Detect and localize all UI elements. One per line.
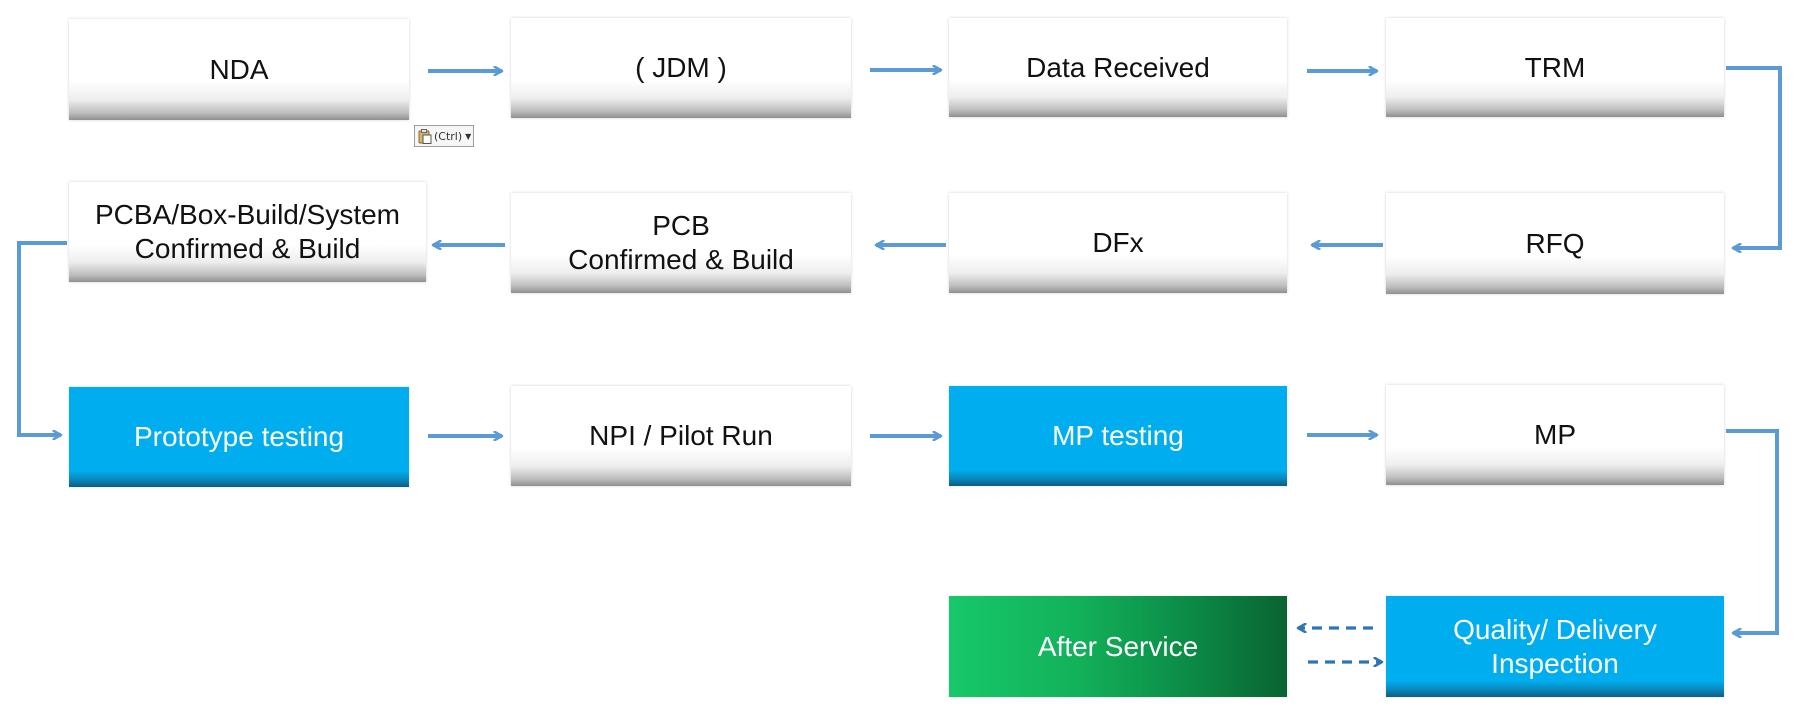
step-quality-label-line2: Inspection bbox=[1491, 647, 1619, 679]
step-pcb-confirmed-build: PCB Confirmed & Build bbox=[511, 193, 851, 293]
step-jdm-label: ( JDM ) bbox=[635, 52, 727, 83]
step-pcba-label-line2: Confirmed & Build bbox=[134, 233, 361, 264]
step-data-received-label: Data Received bbox=[1026, 51, 1210, 83]
paste-options-button[interactable]: (Ctrl) ▼ bbox=[414, 125, 474, 147]
step-pcb-label-line1: PCB bbox=[652, 210, 710, 241]
step-trm: TRM bbox=[1386, 18, 1724, 117]
step-pcba-confirmed-build: PCBA/Box-Build/System Confirmed & Build bbox=[69, 182, 426, 282]
step-trm-label: TRM bbox=[1524, 51, 1586, 83]
step-jdm: ( JDM ) bbox=[511, 18, 851, 118]
arrow-mp-to-quality bbox=[1726, 429, 1779, 633]
step-dfx: DFx bbox=[949, 193, 1287, 293]
step-mp-label: MP bbox=[1534, 419, 1576, 450]
step-mp: MP bbox=[1386, 385, 1724, 485]
step-quality-delivery-inspection: Quality/ Delivery Inspection bbox=[1386, 596, 1724, 697]
clipboard-icon bbox=[418, 128, 432, 144]
step-npi-pilot-run: NPI / Pilot Run bbox=[511, 386, 851, 486]
arrow-pcba-to-prototype bbox=[17, 241, 67, 435]
paste-options-label: (Ctrl) bbox=[434, 129, 463, 143]
step-after-service: After Service bbox=[949, 596, 1287, 697]
step-mp-testing-label: MP testing bbox=[1052, 420, 1184, 451]
step-after-service-label: After Service bbox=[1037, 630, 1199, 662]
step-pcb-label-line2: Confirmed & Build bbox=[568, 244, 794, 275]
step-dfx-label: DFx bbox=[1092, 227, 1144, 258]
step-rfq: RFQ bbox=[1386, 193, 1724, 294]
step-prototype-testing: Prototype testing bbox=[69, 387, 409, 487]
step-mp-testing: MP testing bbox=[949, 386, 1287, 486]
step-pcba-label-line1: PCBA/Box-Build/System bbox=[95, 199, 400, 230]
step-data-received: Data Received bbox=[949, 18, 1287, 117]
arrow-trm-to-rfq bbox=[1726, 66, 1782, 248]
step-nda-label: NDA bbox=[209, 53, 269, 85]
chevron-down-icon: ▼ bbox=[465, 131, 472, 141]
step-quality-label-line1: Quality/ Delivery bbox=[1453, 613, 1657, 645]
step-npi-pilot-run-label: NPI / Pilot Run bbox=[589, 420, 773, 451]
step-prototype-testing-label: Prototype testing bbox=[133, 421, 345, 452]
step-rfq-label: RFQ bbox=[1525, 227, 1585, 259]
step-nda: NDA bbox=[69, 19, 409, 120]
